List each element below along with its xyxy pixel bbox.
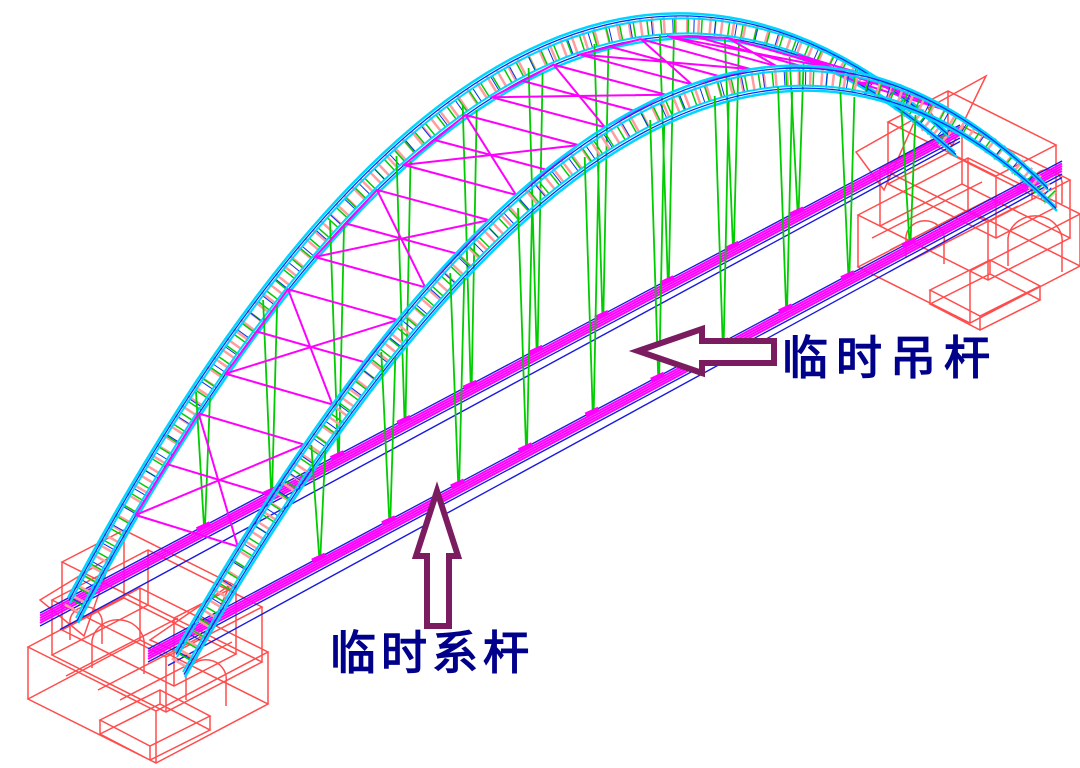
tie-girder-near [147, 160, 1063, 667]
label-temporary-tie: 临时系杆 [330, 628, 534, 679]
abutment-right [854, 74, 1080, 331]
truss-chords-blue [175, 67, 1057, 675]
girder-flange-lines [147, 162, 1063, 660]
hanger-rods [310, 86, 917, 559]
girder-flange-lines [39, 126, 961, 624]
tie-girder-far [39, 124, 961, 631]
chord-line [76, 37, 958, 624]
chord-line [183, 89, 1058, 678]
chord-line [175, 67, 1049, 655]
annotation-arrows [411, 324, 777, 629]
arch-rib-near [171, 64, 1058, 678]
chord-line [176, 69, 1050, 658]
chord-line [69, 17, 950, 604]
chord-line [173, 64, 1048, 653]
chord-line [75, 32, 956, 619]
arrow-left-icon [628, 324, 777, 378]
hanger-rods [195, 34, 805, 527]
label-temporary-hanger: 临时吊杆 [782, 333, 998, 384]
girder-edge-blue [39, 124, 961, 631]
hanger-anchor-tabs [195, 206, 805, 532]
chord-line [68, 15, 949, 601]
arrow-up-icon [411, 481, 463, 629]
truss-web-diagonals [171, 68, 1058, 669]
truss-chords-cyan [173, 64, 1058, 678]
chord-line [66, 12, 948, 599]
abutment-arch-openings [905, 169, 1063, 272]
chord-line [182, 84, 1056, 673]
chord-line [183, 87, 1057, 675]
abutment-frame-edges [26, 529, 270, 764]
